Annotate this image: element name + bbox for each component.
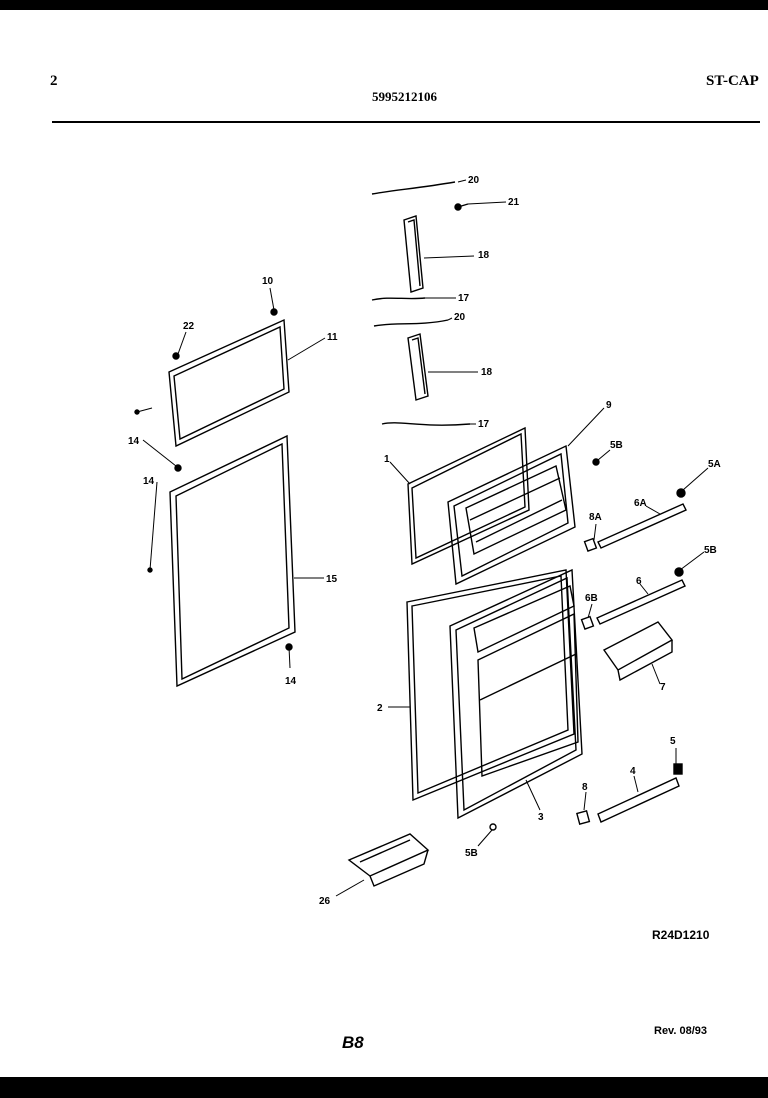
drawing-reference: R24D1210 — [652, 928, 710, 942]
part-21-screw — [454, 203, 469, 211]
page-number: 2 — [50, 73, 58, 89]
callout-20-upper: 20 — [468, 175, 480, 186]
part-26-dairy-bin — [347, 833, 430, 887]
callout-5a: 5A — [708, 459, 721, 470]
callout-6: 6 — [636, 576, 642, 587]
callout-21: 21 — [508, 197, 520, 208]
callout-5b-upper: 5B — [610, 440, 623, 451]
part-5-end-cap — [673, 763, 683, 775]
callout-11: 11 — [327, 332, 338, 343]
callout-4: 4 — [630, 766, 636, 777]
part-18-hinge-cover-upper — [403, 215, 424, 293]
part-5b-clip-lower — [489, 823, 497, 831]
callout-26: 26 — [319, 896, 331, 907]
part-6a-shelf-rail — [597, 503, 687, 549]
callout-labels: 20 21 18 17 20 18 17 10 22 11 14 14 15 1… — [128, 175, 721, 907]
part-1-freezer-door-panel — [407, 426, 530, 566]
part-8a-bracket — [583, 537, 598, 552]
part-2-fresh-food-door-panel — [406, 569, 575, 802]
callout-7: 7 — [660, 682, 666, 693]
top-border-band — [0, 0, 768, 10]
part-18-hinge-cover-lower — [407, 333, 429, 401]
callout-14-a: 14 — [128, 436, 140, 447]
part-5a-end-cap — [676, 488, 686, 498]
leader-lines — [136, 179, 709, 897]
model-code: ST-CAP — [706, 73, 759, 89]
part-number: 5995212106 — [372, 89, 437, 104]
part-22-screw — [172, 352, 180, 360]
revision-date: Rev. 08/93 — [654, 1025, 708, 1037]
callout-9: 9 — [606, 400, 612, 411]
part-11-freezer-gasket — [168, 318, 290, 448]
callout-10: 10 — [262, 276, 274, 287]
bottom-border-band — [0, 1077, 768, 1098]
callout-18-upper: 18 — [478, 250, 490, 261]
callout-2: 2 — [377, 703, 383, 714]
callout-17-lower: 17 — [478, 419, 490, 430]
callout-6b: 6B — [585, 593, 598, 604]
callout-5b-lower: 5B — [465, 848, 478, 859]
callout-1: 1 — [384, 454, 390, 465]
part-17-cable-upper — [371, 297, 426, 301]
part-8-bracket — [576, 810, 591, 825]
callout-14-c: 14 — [285, 676, 297, 687]
callout-14-b: 14 — [143, 476, 155, 487]
header-rule — [52, 121, 760, 123]
part-3-fresh-food-door-liner — [449, 568, 583, 820]
part-6b-bracket — [580, 615, 595, 630]
part-14-screws — [134, 409, 293, 651]
callout-17-upper: 17 — [458, 293, 470, 304]
page-code: B8 — [342, 1033, 364, 1052]
callout-5b-middle: 5B — [704, 545, 717, 556]
part-9-freezer-door-liner — [447, 444, 576, 586]
callout-22: 22 — [183, 321, 195, 332]
part-6-shelf-rail — [596, 579, 686, 625]
part-5b-end-cap — [674, 567, 684, 577]
part-20-cable — [371, 181, 456, 195]
callout-3: 3 — [538, 812, 544, 823]
part-5b-clip-upper — [592, 458, 600, 466]
callout-20-lower: 20 — [454, 312, 466, 323]
part-7-butter-dish — [602, 621, 674, 682]
part-20-cable-lower — [373, 319, 449, 327]
callout-15: 15 — [326, 574, 338, 585]
part-4-shelf-rail — [597, 777, 680, 823]
part-17-cable-lower — [381, 422, 471, 426]
callout-8a: 8A — [589, 512, 602, 523]
part-15-fresh-food-gasket — [169, 434, 296, 688]
callout-8: 8 — [582, 782, 588, 793]
callout-6a: 6A — [634, 498, 647, 509]
callout-5: 5 — [670, 736, 676, 747]
callout-18-lower: 18 — [481, 367, 493, 378]
